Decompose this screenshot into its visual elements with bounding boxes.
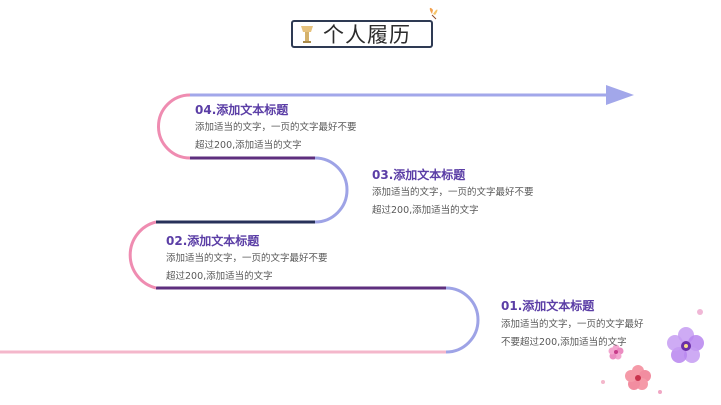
step-04-line-1: 添加适当的文字，一页的文字最好不要 [195,122,357,133]
step-03-title: 03.添加文本标题 [372,168,466,182]
step-01-title: 01.添加文本标题 [501,299,595,313]
timeline-curve-right-3 [314,156,349,224]
title-box: 个人履历 [291,20,433,48]
step-02-body: 添加适当的文字，一页的文字最好不要 超过200,添加适当的文字 [166,250,328,286]
flowers-icon [601,309,704,394]
timeline-curve-right-bottom [445,286,480,354]
step-01-line-2: 不要超过200,添加适当的文字 [501,337,627,348]
step-04-body: 添加适当的文字，一页的文字最好不要 超过200,添加适当的文字 [195,119,357,155]
page-title: 个人履历 [323,23,411,47]
step-03-line-1: 添加适当的文字，一页的文字最好不要 [372,187,534,198]
step-02-line-2: 超过200,添加适当的文字 [166,271,273,282]
step-03-body: 添加适当的文字，一页的文字最好不要 超过200,添加适当的文字 [372,184,534,220]
step-04-line-2: 超过200,添加适当的文字 [195,140,302,151]
timeline-curve-left-4 [157,93,191,160]
timeline-curve-left-2 [128,220,157,290]
step-02-title: 02.添加文本标题 [166,234,260,248]
trophy-icon [301,26,313,43]
step-01-line-1: 添加适当的文字，一页的文字最好 [501,319,644,330]
step-01-body: 添加适当的文字，一页的文字最好 不要超过200,添加适当的文字 [501,316,644,352]
butterfly-icon [429,7,438,20]
step-02-line-1: 添加适当的文字，一页的文字最好不要 [166,253,328,264]
step-04-title: 04.添加文本标题 [195,103,289,117]
arrow-head-icon [606,85,634,105]
step-03-line-2: 超过200,添加适当的文字 [372,205,479,216]
